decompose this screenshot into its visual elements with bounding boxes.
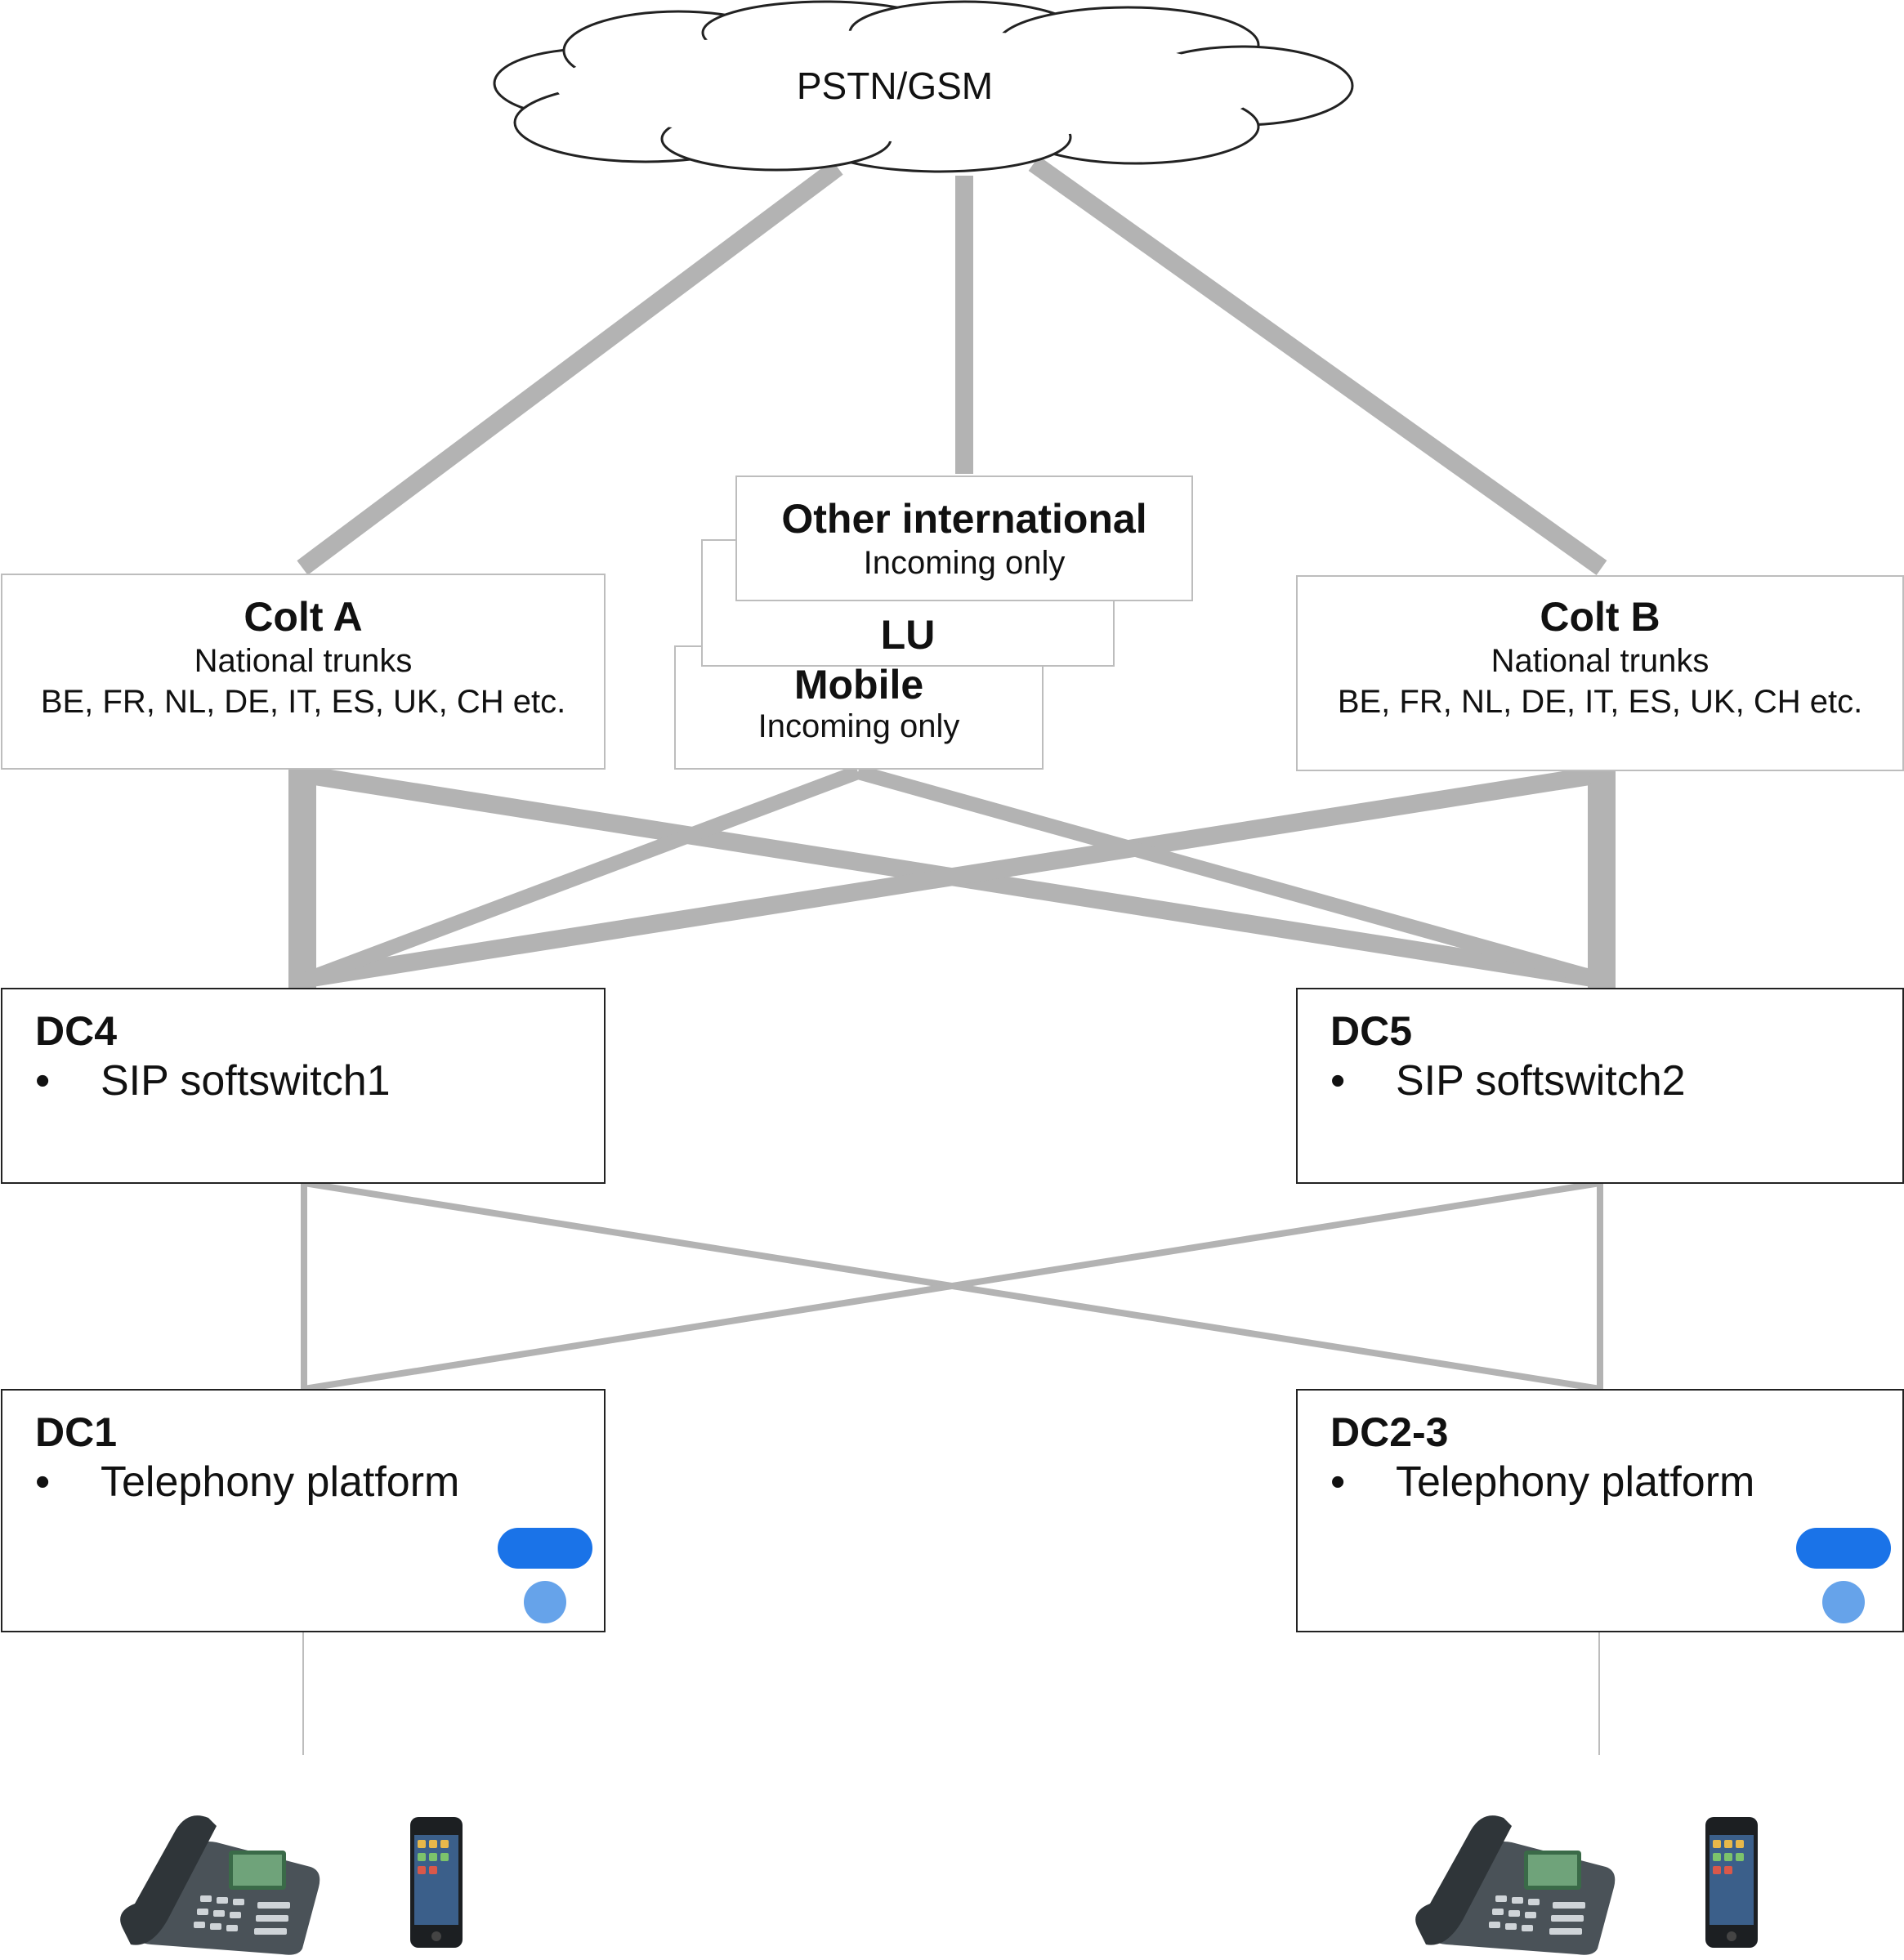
desk-phone-icon xyxy=(1415,1815,1616,1955)
carrier-line: BE, FR, NL, DE, IT, ES, UK, CH etc. xyxy=(1337,684,1863,720)
cloud-label: PSTN/GSM xyxy=(796,65,994,107)
datacenter-title: DC2-3 xyxy=(1330,1409,1449,1455)
link-mobile-dc4 xyxy=(311,765,861,984)
datacenter-title: DC5 xyxy=(1330,1008,1413,1054)
carrier-title: Mobile xyxy=(793,662,924,708)
mobile-phone-icon xyxy=(410,1817,463,1948)
carrier-line: National trunks xyxy=(194,643,413,679)
datacenter-item-label: Telephony platform xyxy=(101,1458,460,1506)
datacenter-item-label: SIP softswitch1 xyxy=(101,1057,391,1105)
bullet-icon: • xyxy=(35,1458,51,1506)
carrier-title: Other international xyxy=(781,496,1147,542)
carrier-title: Colt B xyxy=(1540,594,1660,640)
carrier-title: LU xyxy=(880,612,936,658)
datacenter-item-label: SIP softswitch2 xyxy=(1396,1057,1686,1105)
link-cloud-colt-b xyxy=(1028,156,1607,575)
link-mobile-dc5 xyxy=(856,765,1592,984)
carrier-line: BE, FR, NL, DE, IT, ES, UK, CH etc. xyxy=(40,684,566,720)
desk-phone-icon xyxy=(120,1815,320,1955)
datacenter-title: DC1 xyxy=(35,1409,118,1455)
datacenter-item-label: Telephony platform xyxy=(1396,1458,1755,1506)
carrier-other-international: Other international Incoming only xyxy=(735,475,1193,601)
datacenter-dc23: DC2-3 • Telephony platform xyxy=(1296,1389,1904,1632)
datacenter-item: • SIP softswitch1 xyxy=(35,1056,391,1105)
link-cloud-colt-a xyxy=(297,160,843,575)
carrier-line: Incoming only xyxy=(758,708,960,744)
carrier-line: Incoming only xyxy=(863,545,1066,581)
datacenter-dc1: DC1 • Telephony platform xyxy=(1,1389,606,1632)
link-colt-b-dc4 xyxy=(305,767,1591,988)
datacenter-title: DC4 xyxy=(35,1008,118,1054)
datacenter-dc5: DC5 • SIP softswitch2 xyxy=(1296,988,1904,1184)
bullet-icon: • xyxy=(1330,1458,1346,1506)
carrier-colt-a: Colt A National trunks BE, FR, NL, DE, I… xyxy=(1,574,606,770)
datacenter-dc4: DC4 • SIP softswitch1 xyxy=(1,988,606,1184)
datacenter-item: • Telephony platform xyxy=(1330,1458,1754,1507)
carrier-line: National trunks xyxy=(1491,643,1710,679)
link-dc5-dc1 xyxy=(303,1180,1601,1392)
bullet-icon: • xyxy=(1330,1057,1346,1105)
carrier-colt-b: Colt B National trunks BE, FR, NL, DE, I… xyxy=(1296,575,1904,771)
bullet-icon: • xyxy=(35,1057,51,1105)
mobile-phone-icon xyxy=(1705,1817,1758,1948)
datacenter-item: • Telephony platform xyxy=(35,1458,459,1507)
carrier-title: Colt A xyxy=(244,594,363,640)
datacenter-item: • SIP softswitch2 xyxy=(1330,1056,1686,1105)
